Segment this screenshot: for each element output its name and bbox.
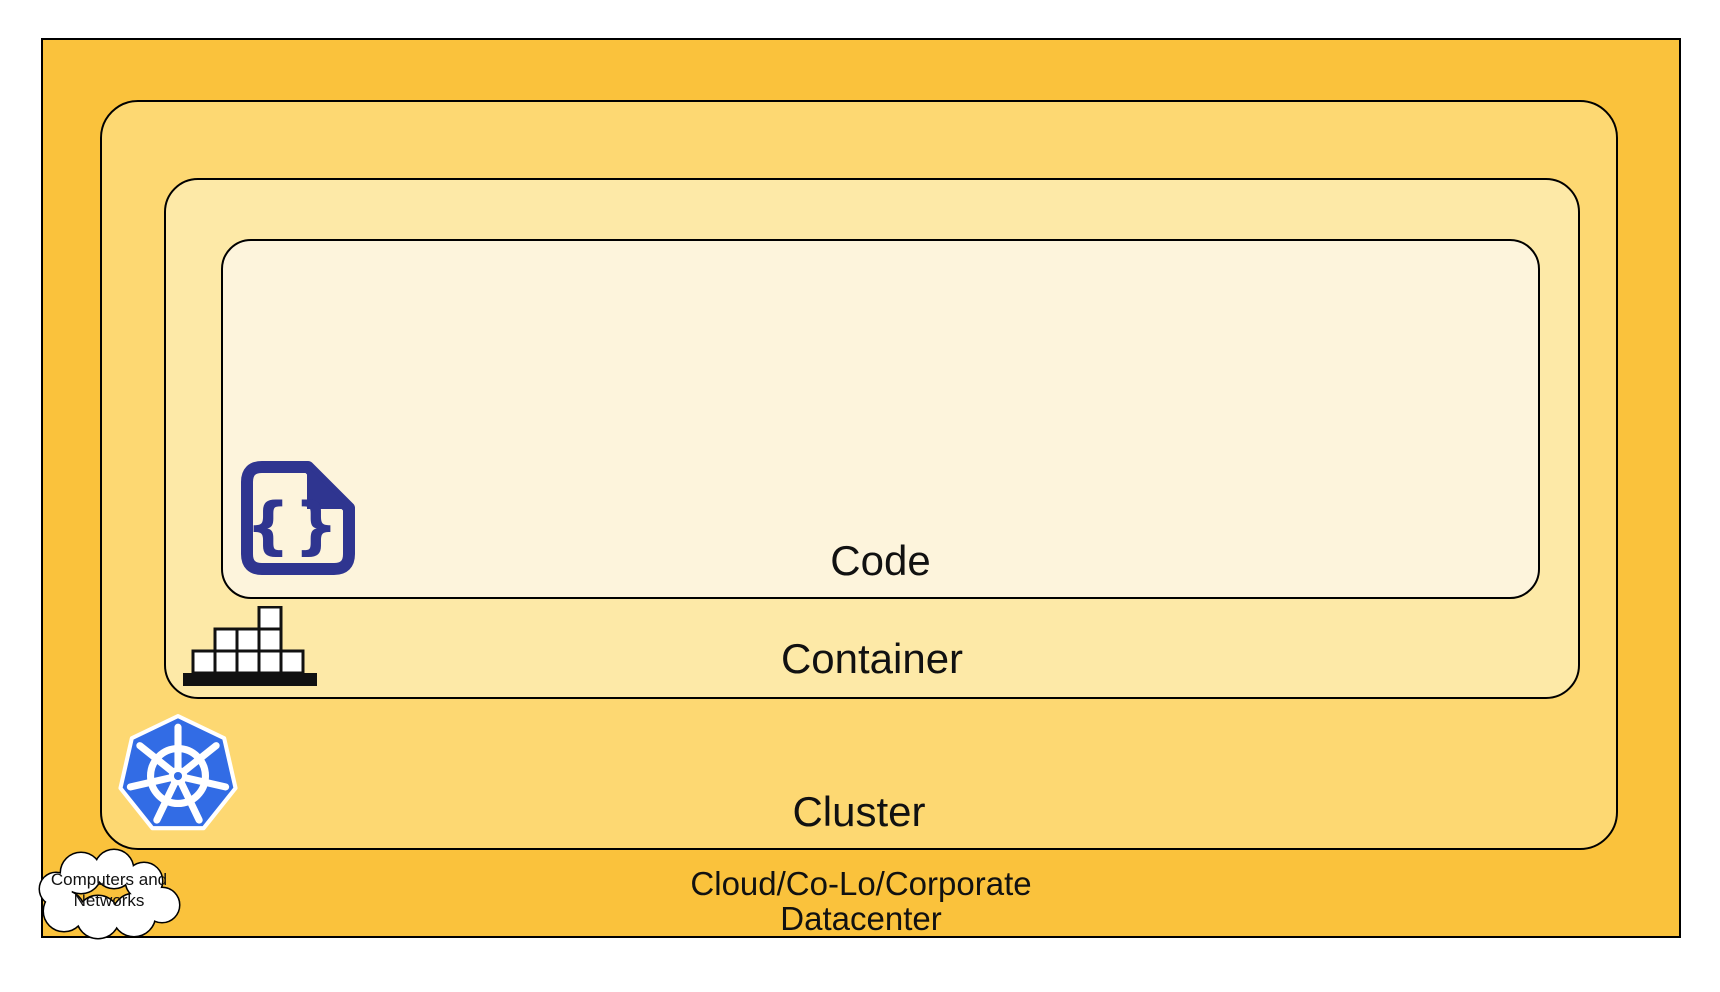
cloud-bumps-fill [40,850,179,938]
kubernetes-wheel-hub-hole [173,771,183,781]
cloud-label-line1: Cloud/Co-Lo/Corporate [690,865,1032,902]
computers-networks-cloud-icon: Computers and Networks [26,843,192,945]
kubernetes-wheel-ring [146,745,210,808]
kubernetes-icon [117,710,239,838]
cloud-callout-line2: Networks [73,891,145,910]
container-stack-icon [183,605,317,686]
container-base-bar [183,673,317,686]
layer-label-code: Code [830,537,931,584]
layer-label-cloud-datacenter: Cloud/Co-Lo/Corporate Datacenter [43,866,1679,936]
layer-container: {} Code [164,178,1580,699]
cloud-label-line2: Datacenter [780,900,942,937]
cloud-callout-text: Computers and Networks [26,869,192,911]
code-braces-glyph: {} [246,489,342,562]
layer-label-container: Container [780,635,964,682]
layer-cluster: {} Code [100,100,1618,850]
code-file-outline [241,461,355,575]
layer-label-cluster: Cluster [792,788,926,835]
code-file-fold [307,466,350,509]
layer-cloud-datacenter: {} Code [41,38,1681,938]
code-file-icon: {} [238,458,358,578]
cloud-callout-line1: Computers and [50,870,168,889]
layer-code: {} Code [221,239,1540,599]
container-boxes [191,605,305,675]
